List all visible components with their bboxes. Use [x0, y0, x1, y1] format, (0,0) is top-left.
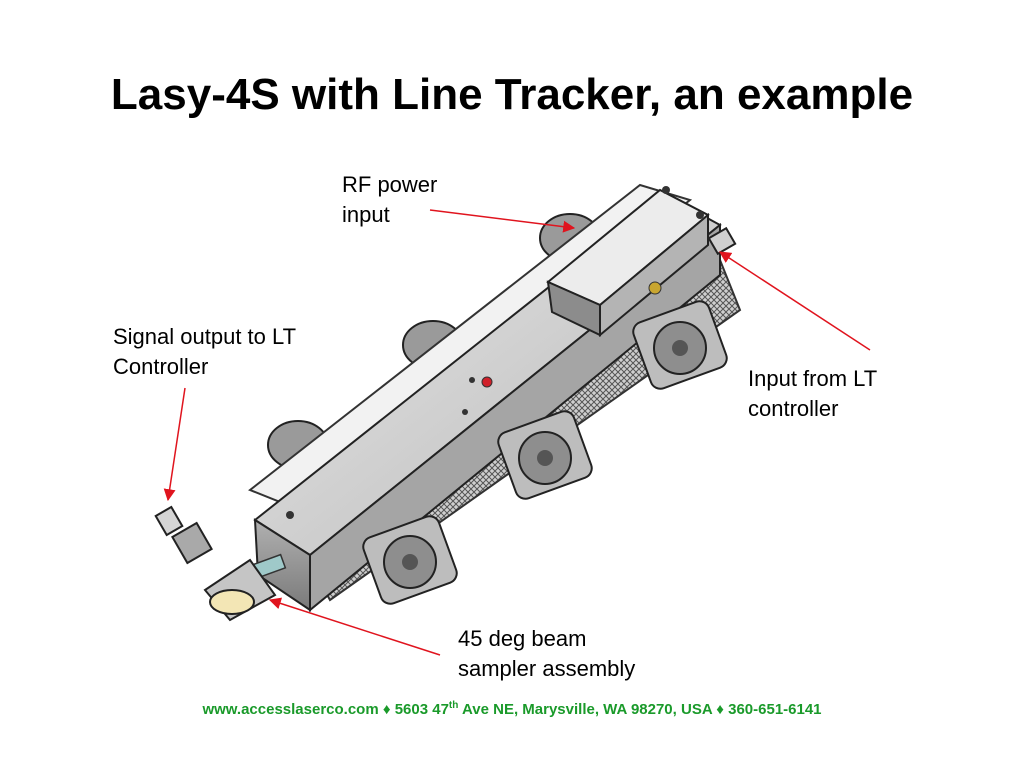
signal-output-connector [154, 505, 213, 565]
indicator-led [481, 376, 493, 388]
rf-box [546, 186, 710, 338]
beam-sampler-assembly [203, 553, 287, 622]
arrow-lt-input [718, 251, 871, 351]
label-beam-sampler: 45 deg beam sampler assembly [458, 626, 636, 681]
label-rf-power-input: RF power input [342, 172, 438, 227]
label-input-from-lt: Input from LT controller [748, 366, 878, 421]
footer-phone: 360-651-6141 [728, 701, 822, 718]
label-signal-output: Signal output to LT Controller [113, 324, 297, 379]
fan-front-row [362, 300, 728, 605]
lt-input-connector [707, 226, 737, 256]
slide-title: Lasy-4S with Line Tracker, an example [110, 70, 914, 119]
arrow-rf-power [429, 209, 576, 233]
arrow-beam-sampler [268, 597, 441, 656]
footer-contact: www.accesslaserco.com ♦ 5603 47th Ave NE… [202, 700, 822, 718]
footer-address: 5603 47th Ave NE, Marysville, WA 98270, … [394, 700, 713, 718]
arrow-signal-output [163, 387, 186, 502]
callout-arrows [163, 209, 871, 656]
footer-website[interactable]: www.accesslaserco.com [202, 701, 379, 718]
